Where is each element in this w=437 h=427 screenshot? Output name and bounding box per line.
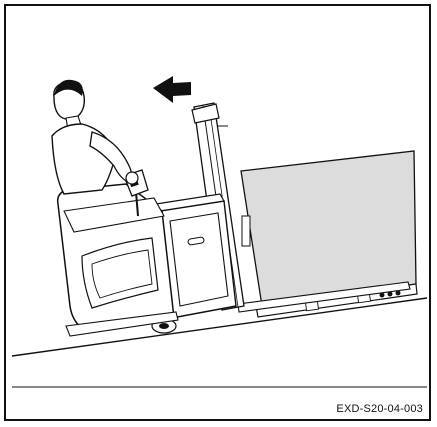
illustration-frame: EXD-S20-04-003	[4, 4, 431, 421]
figure-code-label: EXD-S20-04-003	[336, 403, 423, 415]
truck-illustration	[6, 6, 433, 423]
operator-person	[52, 80, 138, 194]
arrow-left-icon	[153, 76, 191, 103]
